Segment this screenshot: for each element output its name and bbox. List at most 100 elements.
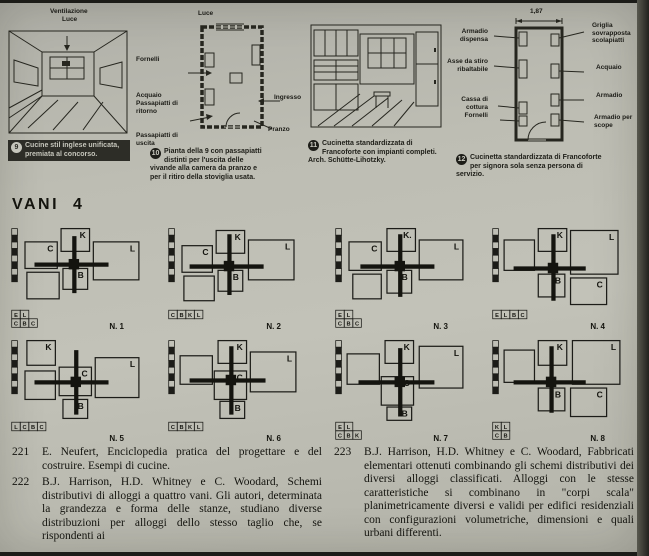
svg-text:K: K: [495, 425, 500, 431]
svg-text:L: L: [504, 425, 508, 431]
svg-text:K.: K.: [403, 230, 412, 240]
figure-number-badge: 11: [308, 140, 319, 151]
svg-text:K: K: [235, 232, 242, 242]
frankfurt-kitchen-drawing: [310, 24, 442, 128]
floor-plan-label: N. 4: [590, 322, 605, 331]
svg-text:C: C: [22, 425, 26, 431]
figure-12-label-fornelli: Fornelli: [464, 112, 488, 119]
bib-entry-number: 222: [12, 476, 30, 488]
svg-text:C: C: [597, 390, 603, 400]
figure-10-label-luce: Luce: [198, 10, 214, 17]
svg-text:C: C: [171, 425, 175, 431]
figure-12-label-griglia: Griglia sovrapposta scolapiatti: [592, 22, 631, 44]
figure-number-badge: 10: [150, 148, 161, 159]
svg-text:E: E: [338, 425, 342, 431]
book-page: Ventilazione Luce 9 Cucine stil inglese …: [0, 3, 637, 552]
svg-text:L: L: [197, 313, 201, 319]
figure-11-caption: 11 Cucinetta standardizzata di Francofor…: [308, 140, 440, 166]
svg-text:L: L: [130, 359, 135, 369]
floor-plan-label: N. 5: [109, 434, 124, 443]
svg-text:L: L: [197, 425, 201, 431]
svg-text:L: L: [504, 313, 508, 319]
floor-plan-label: N. 7: [433, 434, 448, 443]
figure-9: Ventilazione Luce 9 Cucine stil inglese …: [8, 8, 134, 194]
floor-plan-label: N. 8: [590, 434, 605, 443]
svg-text:K: K: [557, 230, 564, 240]
floor-plan-label: N. 3: [433, 322, 448, 331]
bib-entry-number: 223: [334, 446, 352, 458]
svg-text:B: B: [402, 272, 408, 282]
svg-text:C: C: [237, 372, 243, 382]
svg-text:B: B: [31, 425, 35, 431]
svg-text:C: C: [81, 369, 87, 379]
figure-number-badge: 12: [456, 154, 467, 165]
svg-text:B: B: [503, 433, 507, 439]
kitchen-perspective-drawing: [8, 30, 128, 134]
figure-10-label-ingresso: Ingresso: [274, 94, 302, 101]
svg-text:L: L: [14, 425, 18, 431]
svg-text:C: C: [355, 321, 359, 327]
figure-10-label-pranzo: Pranzo: [268, 126, 290, 133]
bib-entry-text: B.J. Harrison, H.D. Whitney e C. Woodard…: [42, 476, 322, 542]
bib-entry-222: 222 B.J. Harrison, H.D. Whitney e C. Woo…: [12, 476, 322, 544]
bibliography-column-left: 221 E. Neufert, Enciclopedia pratica del…: [12, 446, 322, 547]
section-title: VANI 4: [12, 196, 85, 213]
svg-text:C: C: [202, 247, 208, 257]
svg-text:K: K: [237, 342, 244, 352]
svg-text:B: B: [512, 313, 516, 319]
svg-text:B: B: [179, 425, 183, 431]
svg-text:C: C: [171, 313, 175, 319]
figure-10-label-passapiatti-uscita: Passapiatti di uscita: [136, 132, 178, 147]
svg-text:K: K: [355, 433, 360, 439]
figure-12-label-armadio-scope: Armadio per scope: [594, 114, 633, 129]
svg-text:E: E: [338, 313, 342, 319]
svg-text:C: C: [597, 279, 603, 289]
svg-text:C: C: [47, 243, 53, 253]
figure-12-label-armadio-dispensa: Armadio dispensa: [459, 28, 488, 43]
svg-text:B: B: [78, 401, 84, 411]
figure-10-label-passapiatti-ritorno: Passapiatti di ritorno: [136, 100, 178, 115]
figure-12-label-cassa-di-cottura: Cassa di cottura: [461, 96, 488, 111]
svg-text:C: C: [14, 321, 18, 327]
figure-caption-text: Cucinetta standardizzata di Francoforte …: [308, 140, 437, 165]
floor-plan-label: N. 1: [109, 322, 124, 331]
svg-text:B: B: [235, 403, 241, 413]
figure-9-label-luce: Luce: [62, 16, 78, 23]
svg-text:C: C: [40, 425, 44, 431]
svg-text:C: C: [521, 313, 525, 319]
svg-text:L: L: [454, 348, 459, 358]
figure-caption-text: Cucinetta standardizzata di Francoforte …: [456, 154, 602, 179]
svg-text:C: C: [31, 321, 35, 327]
figure-caption-text: Cucine stil inglese unificata, premiata …: [25, 142, 120, 158]
svg-text:B: B: [22, 321, 26, 327]
svg-text:L: L: [285, 241, 290, 251]
floor-plan-label: N. 6: [266, 434, 281, 443]
bib-entry-223: 223 B.J. Harrison, H.D. Whitney e C. Woo…: [334, 446, 634, 541]
svg-text:B: B: [402, 409, 408, 419]
bib-entry-text: E. Neufert, Enciclopedia pratica del pro…: [42, 446, 322, 472]
svg-text:K: K: [45, 342, 52, 352]
figure-10-caption: 10 Pianta della 9 con passapiatti distin…: [150, 148, 262, 183]
svg-text:C: C: [338, 321, 342, 327]
svg-text:L: L: [609, 232, 614, 242]
svg-text:L: L: [130, 243, 135, 253]
svg-text:K: K: [188, 313, 193, 319]
book-edge-shadow: [637, 0, 649, 556]
figure-12-label-armadio: Armadio: [596, 92, 623, 99]
svg-text:L: L: [287, 353, 292, 363]
svg-text:B: B: [555, 276, 561, 286]
figure-11: 11 Cucinetta standardizzata di Francofor…: [306, 8, 466, 194]
bib-entry-number: 221: [12, 446, 30, 458]
figure-12-caption: 12 Cucinetta standardizzata di Francofor…: [456, 154, 606, 180]
svg-text:B: B: [179, 313, 183, 319]
